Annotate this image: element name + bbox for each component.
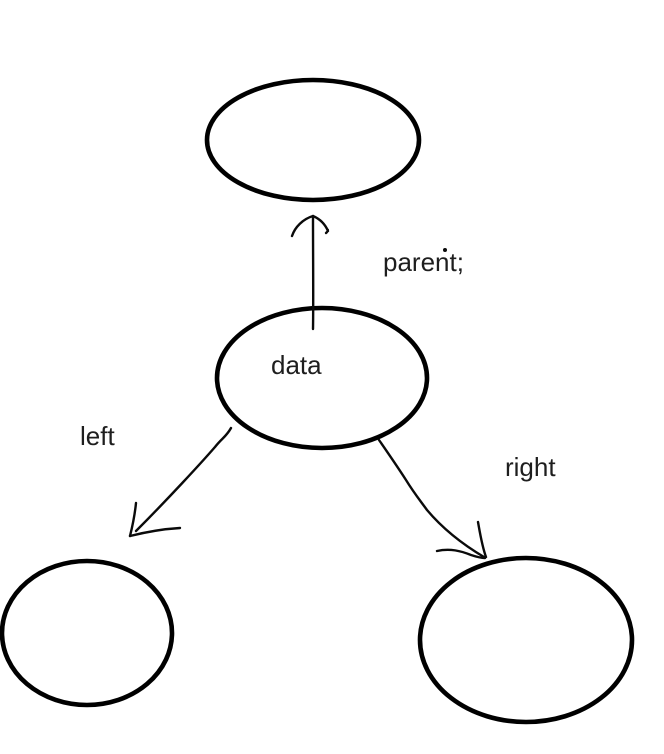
data-node-ellipse — [214, 305, 430, 451]
parent-arrow — [290, 214, 330, 331]
left-arrow — [128, 426, 233, 538]
data-node-label: data — [271, 350, 322, 380]
left-edge-label: left — [80, 421, 115, 451]
parent-edge-label: parent; — [383, 247, 464, 277]
ink-dot — [443, 248, 447, 252]
right-child-node-ellipse — [417, 555, 635, 725]
parent-node-ellipse — [204, 77, 422, 203]
right-edge-label: right — [505, 452, 556, 482]
right-arrow — [377, 438, 488, 560]
left-child-node-ellipse — [0, 558, 175, 708]
